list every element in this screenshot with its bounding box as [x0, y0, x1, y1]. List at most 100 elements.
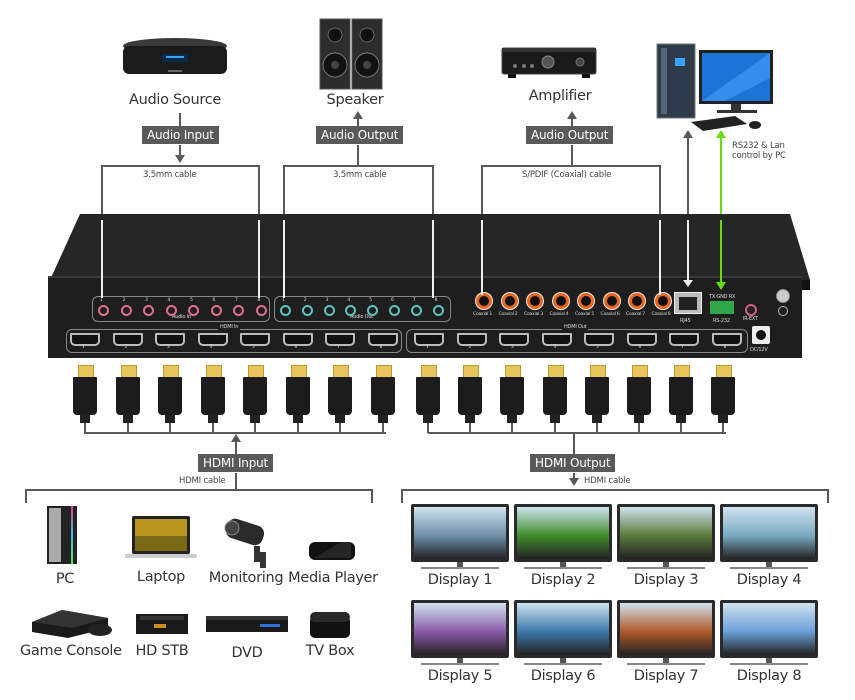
- lan-arrow-up: [683, 130, 693, 138]
- audio-source-label: Audio Source: [128, 92, 222, 108]
- audio-in-bracket-right: [258, 165, 260, 220]
- speaker-line: [357, 118, 359, 128]
- hdmi-input-arrow: [231, 434, 241, 442]
- hdmi-input-plug: [285, 365, 310, 435]
- hdmi-in-bus: [84, 432, 386, 434]
- amplifier-output-tag: Audio Output: [526, 126, 614, 144]
- coax-left-link: [481, 220, 483, 295]
- hdmi-output-line-top: [573, 434, 575, 455]
- display-monitor: [720, 504, 818, 574]
- hdmi-in-port-number: 5: [252, 345, 255, 350]
- audio-out-jack: [432, 305, 444, 316]
- coaxial-jack: [578, 293, 594, 309]
- audio-in-left-link: [101, 220, 103, 298]
- audio-in-port-number: 8: [257, 298, 261, 303]
- display-label-2: Display 2: [530, 572, 596, 588]
- audio-in-port-number: 5: [190, 298, 193, 303]
- source-label-laptop: Laptop: [136, 569, 186, 585]
- display-label-1: Display 1: [427, 572, 493, 588]
- coaxial-label: Coaxial 3: [524, 312, 544, 317]
- ground-screw-icon: [776, 289, 790, 303]
- amplifier-label: Amplifier: [528, 88, 592, 104]
- hdmi-out-port: [669, 333, 699, 346]
- coaxial-label: Coaxial 5: [575, 312, 595, 317]
- rs232-port: [710, 301, 734, 314]
- audio-out-port-number: 2: [303, 298, 307, 303]
- coaxial-jack: [654, 293, 671, 309]
- coaxial-jack: [501, 293, 518, 309]
- hdmi-output-plug: [627, 365, 651, 435]
- amplifier-icon: [501, 47, 597, 78]
- audio-out-port-number: 4: [347, 298, 351, 303]
- audio-in-port-number: 2: [122, 298, 126, 303]
- hdmi-input-plug: [328, 365, 352, 435]
- tv-box-icon: [310, 612, 350, 638]
- source-label-tv-box: TV Box: [305, 643, 355, 659]
- hdmi-input-plug: [370, 365, 395, 435]
- audio-out-jack: [410, 305, 422, 316]
- audio-in-jack: [165, 305, 177, 316]
- audio-in-port-number: 1: [100, 298, 103, 303]
- audio-in-group: [92, 296, 270, 322]
- speaker-label: Speaker: [326, 92, 384, 108]
- audio-out-port-number: 5: [369, 298, 372, 303]
- amplifier-output-line: [571, 145, 573, 165]
- security-camera-icon: [224, 518, 266, 568]
- source-label-hd-stb: HD STB: [135, 643, 189, 659]
- audio-out-label: Audio Out: [348, 314, 376, 320]
- hdmi-output-plug: [669, 365, 694, 435]
- audio-input-arrow: [175, 155, 185, 163]
- rs232-link-arrow: [716, 282, 726, 290]
- hdmi-out-port: [541, 333, 572, 346]
- source-label-dvd: DVD: [231, 645, 263, 661]
- hdmi-in-label: HDMI In: [218, 324, 241, 330]
- speaker-arrow: [353, 111, 363, 119]
- audio-in-bracket-top: [101, 165, 260, 167]
- hdmi-out-port-number: 7: [681, 345, 684, 350]
- audio-out-bracket-left: [283, 165, 285, 220]
- hdmi-out-port-number: 5: [596, 345, 599, 350]
- audio-in-jack: [210, 305, 222, 316]
- audio-out-right-link: [432, 220, 434, 298]
- lan-link-arrow: [683, 280, 693, 287]
- hdmi-in-port-number: 1: [82, 345, 85, 350]
- audio-in-jack: [233, 305, 244, 316]
- hdmi-out-label: HDMI Out: [562, 324, 589, 330]
- speaker-icon: [319, 18, 383, 90]
- hdmi-in-port-number: 2: [124, 345, 128, 350]
- audio-in-port-number: 3: [145, 298, 148, 303]
- hdmi-in-port: [240, 333, 270, 346]
- speaker-output-tag: Audio Output: [316, 126, 404, 144]
- hdmi-out-bus: [428, 432, 726, 434]
- hdmi-in-port: [112, 333, 143, 346]
- rs232-link: [720, 220, 722, 284]
- source-label-pc: PC: [55, 571, 75, 587]
- displays-bracket-top: [401, 489, 829, 491]
- audio-input-tag: Audio Input: [142, 126, 219, 144]
- audio-out-port-number: 3: [325, 298, 329, 303]
- media-player-icon: [309, 542, 355, 560]
- coaxial-label: Coaxial 8: [651, 312, 671, 317]
- laptop-icon: [125, 516, 197, 558]
- rj45-port: [674, 292, 702, 314]
- audio-out-left-link: [283, 220, 285, 298]
- coax-bracket-left: [481, 165, 483, 220]
- audio-in-label: Audio In: [170, 314, 193, 320]
- display-label-3: Display 3: [633, 572, 699, 588]
- hdmi-in-port-number: 6: [294, 345, 298, 350]
- sources-bracket-top: [25, 489, 373, 491]
- audio-source-line: [179, 113, 181, 127]
- coaxial-label: Coaxial 2: [498, 312, 518, 317]
- hdmi-input-line-bottom: [235, 473, 237, 489]
- hdmi-input-plug: [73, 365, 97, 435]
- coax-bracket-right: [659, 165, 661, 220]
- coaxial-label: Coaxial 6: [600, 312, 620, 317]
- dc-label: DC/12V: [750, 347, 768, 353]
- audio-out-jack: [301, 305, 313, 316]
- hdmi-out-port-number: 4: [553, 345, 557, 350]
- hdmi-input-plug: [115, 365, 140, 435]
- source-label-game-console: Game Console: [20, 643, 122, 659]
- amplifier-arrow: [567, 111, 577, 119]
- audio-out-jack: [280, 305, 291, 316]
- display-monitor: [514, 600, 612, 670]
